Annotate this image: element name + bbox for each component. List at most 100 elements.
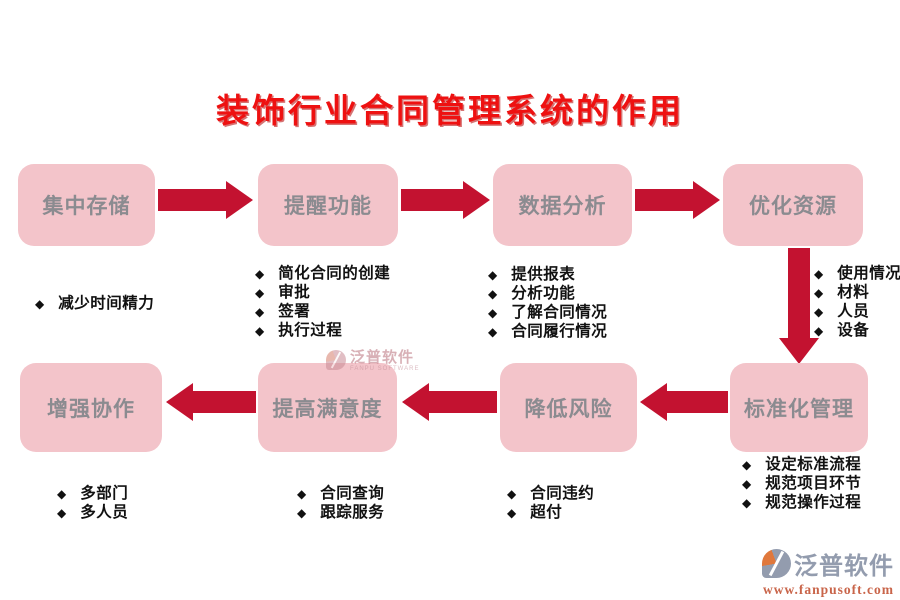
arrow-left-icon	[640, 380, 728, 424]
fanpu-logo-icon	[326, 350, 346, 370]
list-item-label: 签署	[278, 303, 311, 320]
diamond-bullet-icon: ◆	[488, 306, 498, 320]
list-item-label: 减少时间精力	[58, 295, 155, 312]
node-optimize-resources: 优化资源	[723, 164, 863, 246]
diamond-bullet-icon: ◆	[255, 305, 265, 319]
bullet-list-enhance-collaboration: ◆ 多部门 ◆ 多人员	[57, 486, 128, 521]
list-item: ◆了解合同情况	[488, 305, 607, 321]
diamond-bullet-icon: ◆	[57, 487, 67, 501]
vendor-url: www.fanpusoft.com	[762, 582, 894, 597]
diamond-bullet-icon: ◆	[814, 324, 824, 338]
bullet-list-standardized-management: ◆ 设定标准流程 ◆ 规范项目环节 ◆ 规范操作过程	[742, 457, 861, 511]
diamond-bullet-icon: ◆	[297, 487, 307, 501]
list-item: ◆ 合同违约	[507, 486, 594, 502]
list-item: ◆ 使用情况	[814, 266, 900, 282]
node-label: 优化资源	[749, 195, 837, 218]
arrow-down-icon	[779, 248, 819, 364]
diamond-bullet-icon: ◆	[255, 324, 265, 338]
diamond-bullet-icon: ◆	[488, 268, 498, 282]
diamond-bullet-icon: ◆	[35, 297, 45, 311]
list-item: ◆ 人员	[814, 304, 900, 320]
page-title: 装饰行业合同管理系统的作用	[216, 92, 684, 129]
node-reduce-risk: 降低风险	[500, 363, 637, 452]
bullet-list-reduce-risk: ◆ 合同违约 ◆ 超付	[507, 486, 594, 521]
diamond-bullet-icon: ◆	[507, 487, 517, 501]
bullet-list-centralized-storage: ◆ 减少时间精力	[35, 296, 154, 312]
bullet-list-improve-satisfaction: ◆ 合同查询 ◆ 跟踪服务	[297, 486, 384, 521]
diamond-bullet-icon: ◆	[297, 506, 307, 520]
list-item-label: 设备	[837, 322, 870, 339]
node-data-analysis: 数据分析	[493, 164, 632, 246]
node-reminder-function: 提醒功能	[258, 164, 398, 246]
list-item: ◆ 签署	[255, 304, 390, 320]
node-standardized-management: 标准化管理	[730, 363, 868, 452]
list-item-label: 合同违约	[530, 485, 595, 502]
arrow-right-icon	[401, 178, 490, 222]
list-item-label: 合同履行情况	[511, 323, 608, 340]
diamond-bullet-icon: ◆	[814, 267, 824, 281]
list-item: ◆ 规范项目环节	[742, 476, 861, 492]
list-item: ◆ 设定标准流程	[742, 457, 861, 473]
fanpu-logo-icon	[762, 549, 791, 578]
list-item-label: 合同查询	[320, 485, 385, 502]
arrow-left-icon	[166, 380, 256, 424]
diamond-bullet-icon: ◆	[488, 287, 498, 301]
list-item-label: 人员	[837, 303, 870, 320]
arrow-left-icon	[402, 380, 497, 424]
list-item: ◆ 提供报表	[488, 267, 607, 283]
list-item: ◆ 规范操作过程	[742, 495, 861, 511]
diamond-bullet-icon: ◆	[255, 286, 265, 300]
list-item: ◆ 合同查询	[297, 486, 384, 502]
list-item: ◆ 多人员	[57, 505, 128, 521]
node-label: 标准化管理	[744, 397, 854, 421]
node-enhance-collaboration: 增强协作	[20, 363, 162, 452]
node-label: 集中存储	[42, 195, 131, 218]
diamond-bullet-icon: ◆	[814, 286, 824, 300]
list-item-label: 跟踪服务	[320, 504, 385, 521]
list-item-label: 分析功能	[511, 285, 576, 302]
node-centralized-storage: 集中存储	[18, 164, 155, 246]
list-item-label: 规范项目环节	[765, 475, 862, 492]
list-item-label: 多人员	[80, 504, 129, 521]
list-item-label: 设定标准流程	[765, 456, 862, 473]
list-item: ◆ 设备	[814, 323, 900, 339]
node-label: 提醒功能	[284, 195, 372, 218]
list-item-label: 提供报表	[511, 266, 576, 283]
watermark: 泛普软件 FANPU SOFTWARE	[326, 350, 419, 372]
list-item-label: 规范操作过程	[765, 494, 862, 511]
list-item-label: 执行过程	[278, 322, 343, 339]
list-item: ◆简化合同的创建	[255, 266, 390, 282]
node-label: 增强协作	[47, 397, 135, 421]
watermark-subtitle: FANPU SOFTWARE	[350, 366, 420, 372]
node-label: 提高满意度	[272, 397, 383, 421]
list-item: ◆ 减少时间精力	[35, 296, 154, 312]
list-item-label: 多部门	[80, 485, 129, 502]
diamond-bullet-icon: ◆	[742, 496, 752, 510]
list-item: ◆ 超付	[507, 505, 594, 521]
list-item: ◆ 审批	[255, 285, 390, 301]
list-item-label: 超付	[530, 504, 563, 521]
list-item: ◆ 合同履行情况	[488, 324, 607, 340]
list-item: ◆材料	[814, 285, 900, 301]
node-improve-satisfaction: 提高满意度	[258, 363, 397, 452]
vendor-logo: 泛普软件 www.fanpusoft.com	[762, 546, 894, 598]
list-item-label: 使用情况	[837, 265, 900, 282]
list-item: ◆ 分析功能	[488, 286, 607, 302]
diamond-bullet-icon: ◆	[507, 506, 517, 520]
list-item-label: 审批	[278, 284, 311, 301]
diamond-bullet-icon: ◆	[488, 325, 498, 339]
arrow-right-icon	[158, 178, 253, 222]
node-label: 降低风险	[524, 397, 613, 421]
diamond-bullet-icon: ◆	[742, 458, 752, 472]
watermark-name: 泛普软件	[350, 349, 415, 366]
list-item: ◆ 多部门	[57, 486, 128, 502]
node-label: 数据分析	[518, 195, 607, 218]
diamond-bullet-icon: ◆	[814, 305, 824, 319]
diamond-bullet-icon: ◆	[57, 506, 67, 520]
diamond-bullet-icon: ◆	[742, 477, 752, 491]
vendor-name: 泛普软件	[794, 553, 894, 580]
bullet-list-reminder-function: ◆简化合同的创建 ◆ 审批 ◆ 签署 ◆ 执行过程	[255, 266, 390, 339]
list-item: ◆ 执行过程	[255, 323, 390, 339]
arrow-right-icon	[635, 178, 720, 222]
